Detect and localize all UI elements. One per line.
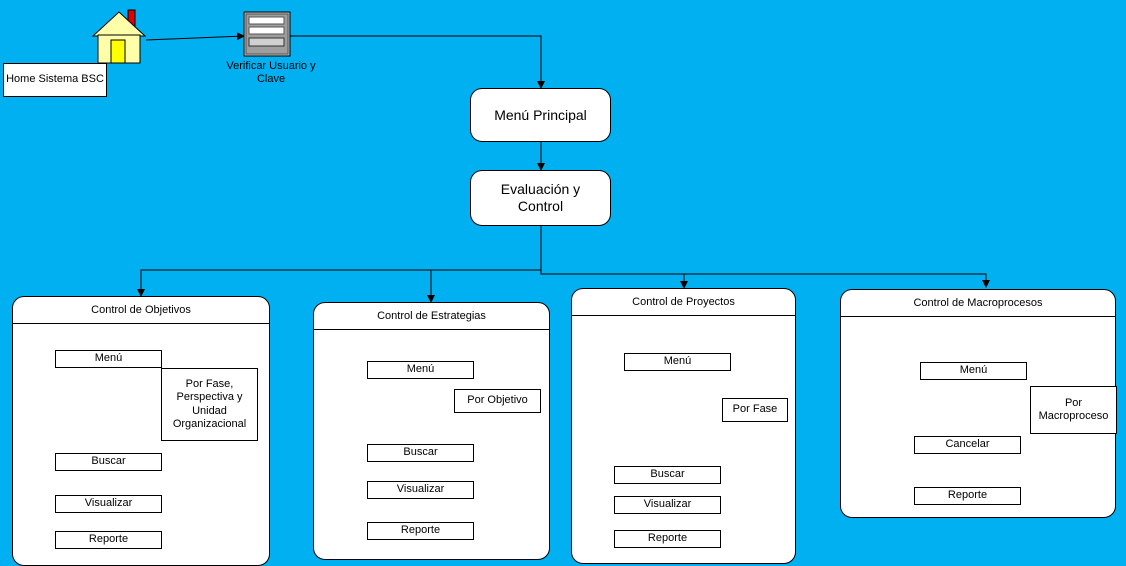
menu-node: Menú [920,362,1027,380]
login-form-icon [243,11,291,57]
action-node: Reporte [614,530,721,548]
connector-eval-bus [540,226,990,288]
submenu-node: Por Macroproceso [1030,386,1117,434]
action-node: Visualizar [55,495,162,513]
action-node: Reporte [55,531,162,549]
main-menu-label: Menú Principal [494,106,587,123]
action-node: Reporte [914,487,1021,505]
action-node: Buscar [55,453,162,471]
submenu-node: Por Objetivo [454,389,541,413]
action-node: Buscar [614,466,721,484]
connector-bus-objetivos [137,269,541,297]
home-sistema-label: Home Sistema BSC [6,73,104,86]
action-node: Visualizar [367,481,474,499]
panel-control-estrategias: Control de Estrategias [313,302,550,560]
submenu-node: Por Fase [722,398,788,422]
eval-control-label: Evaluación y Control [500,181,581,214]
panel-control-proyectos: Control de Proyectos [571,288,796,564]
house-icon [91,9,147,64]
panel-title: Control de Proyectos [572,289,795,316]
action-node: Visualizar [614,496,721,514]
menu-node: Menú [624,353,731,371]
eval-control-node: Evaluación y Control [470,170,611,226]
connector-verify-menu [290,35,545,89]
main-menu-node: Menú Principal [470,88,611,142]
panel-title: Control de Macroprocesos [841,290,1115,317]
panel-title: Control de Objetivos [13,297,269,324]
verify-user-label: Verificar Usuario y Clave [226,60,316,85]
submenu-node: Por Fase, Perspectiva y Unidad Organizac… [161,368,258,441]
menu-node: Menú [367,361,474,379]
panel-title: Control de Estrategias [314,303,549,330]
action-node: Cancelar [914,436,1021,454]
action-node: Buscar [367,444,474,462]
menu-node: Menú [55,350,162,368]
connector-bus-proyectos [541,273,688,289]
action-node: Reporte [367,522,474,540]
home-sistema-node: Home Sistema BSC [3,63,107,97]
connector-home-verify [145,32,245,41]
